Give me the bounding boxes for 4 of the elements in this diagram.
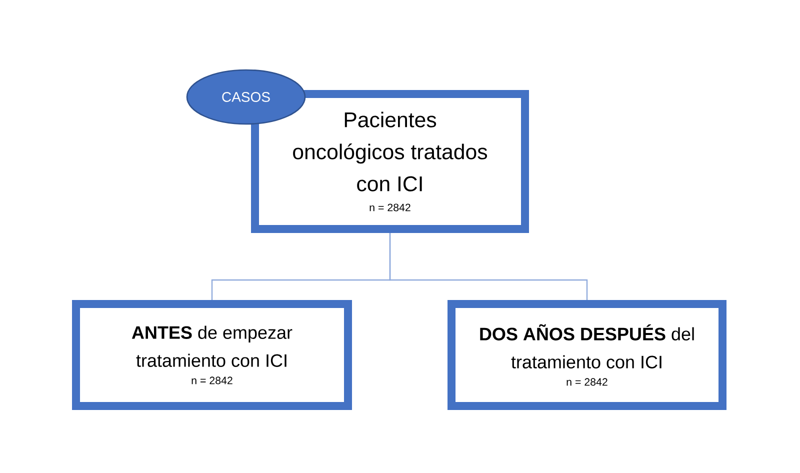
connector-line <box>389 233 588 300</box>
process-box: ANTES de empezar tratamiento con ICI n = 2842 <box>72 300 352 410</box>
process-box: DOS AÑOS DESPUÉS del tratamiento con ICI n = 2842 <box>448 300 726 410</box>
oval-label: CASOS <box>186 69 306 125</box>
